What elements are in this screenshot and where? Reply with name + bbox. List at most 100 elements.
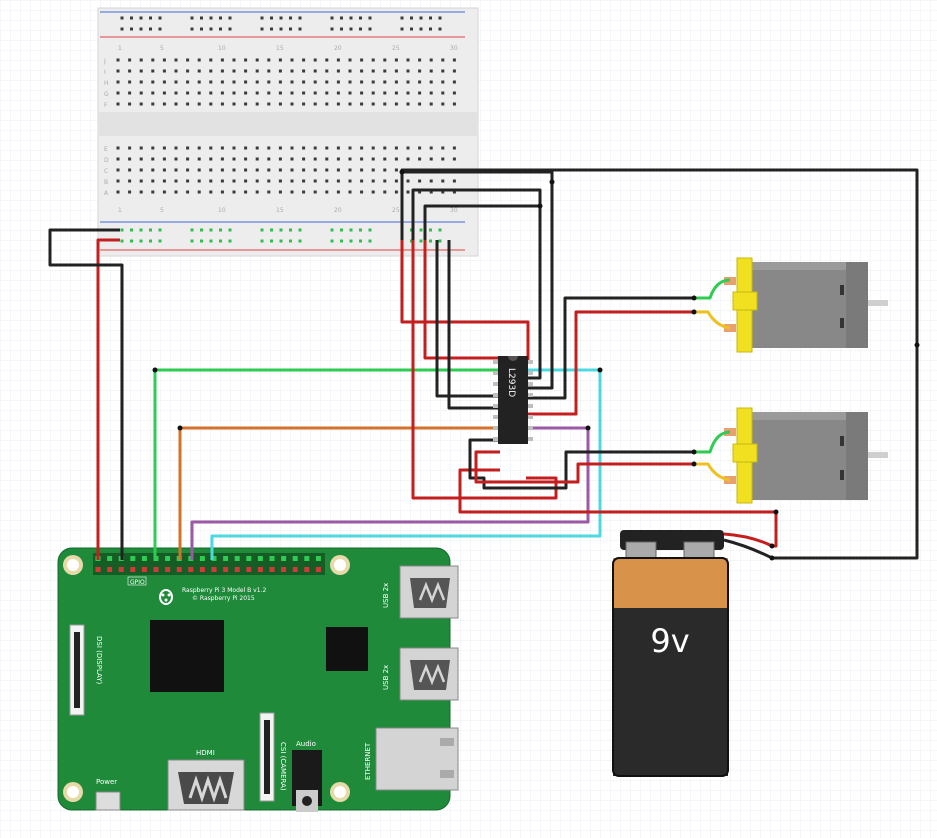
- breadboard-hole: [186, 58, 190, 62]
- breadboard-hole: [452, 146, 456, 150]
- breadboard-hole: [244, 168, 248, 172]
- row-letter-g: G: [104, 91, 109, 98]
- breadboard-hole: [371, 91, 375, 95]
- breadboard-hole: [313, 69, 317, 73]
- breadboard-hole: [313, 58, 317, 62]
- breadboard-rail-hole: [340, 239, 343, 243]
- breadboard-hole: [313, 157, 317, 161]
- breadboard-rail-hole: [190, 228, 194, 232]
- breadboard-rail-hole: [438, 16, 442, 20]
- breadboard-hole: [429, 58, 433, 62]
- breadboard-hole: [255, 179, 259, 183]
- breadboard-hole: [441, 190, 445, 194]
- breadboard-rail-hole: [228, 239, 232, 243]
- wire-pi-gnd-to-rail: [48, 228, 124, 560]
- chip-pin-right: [528, 404, 533, 408]
- breadboard-hole: [162, 102, 166, 106]
- chip-pin-right: [528, 426, 533, 430]
- breadboard-hole: [174, 69, 178, 73]
- wire-red-battery-plus: [458, 468, 778, 548]
- breadboard-rail-hole: [279, 16, 283, 20]
- breadboard-rail-hole: [279, 27, 283, 31]
- breadboard-hole: [441, 146, 445, 150]
- row-letter-d: D: [104, 157, 109, 164]
- battery-label: 9v: [650, 622, 689, 660]
- breadboard-hole: [174, 58, 178, 62]
- wire-green-motor1-lead: [694, 278, 731, 300]
- breadboard-hole: [313, 146, 317, 150]
- breadboard-hole: [360, 168, 364, 172]
- breadboard-rail-hole: [279, 239, 283, 243]
- breadboard-hole: [151, 102, 155, 106]
- breadboard-rail-hole: [330, 27, 334, 31]
- breadboard-rail-hole: [120, 27, 124, 31]
- breadboard-hole: [197, 146, 201, 150]
- breadboard-hole: [116, 179, 120, 183]
- breadboard-hole: [116, 91, 120, 95]
- breadboard-hole: [371, 190, 375, 194]
- ethernet-port: [375, 727, 459, 791]
- breadboard-rail-hole: [429, 16, 432, 20]
- breadboard-rail-hole: [410, 16, 413, 20]
- breadboard-hole: [452, 69, 456, 73]
- breadboard-hole: [139, 69, 143, 73]
- breadboard-hole: [232, 157, 236, 161]
- breadboard-hole: [383, 146, 387, 150]
- wire-red-motor1-b: [526, 310, 694, 416]
- breadboard-hole: [186, 190, 190, 194]
- breadboard-rail-hole: [359, 27, 362, 31]
- gpio-pin: [292, 556, 298, 561]
- gpio-pin: [107, 567, 113, 572]
- raspberry-logo-icon: [159, 589, 173, 605]
- breadboard-rail-hole: [359, 239, 362, 243]
- breadboard-hole: [255, 80, 259, 84]
- breadboard-rail-hole: [158, 16, 162, 20]
- breadboard-hole: [302, 69, 306, 73]
- breadboard-hole: [371, 179, 375, 183]
- usb-port-1: [399, 565, 459, 619]
- breadboard-hole: [162, 146, 166, 150]
- breadboard-hole: [255, 102, 259, 106]
- col-number-25: 25: [392, 45, 400, 52]
- audio-label: Audio: [296, 740, 316, 748]
- breadboard-hole: [348, 168, 352, 172]
- breadboard-hole: [220, 146, 224, 150]
- breadboard-hole: [336, 146, 340, 150]
- col-number-5-bottom: 5: [160, 207, 164, 214]
- breadboard-hole: [162, 80, 166, 84]
- breadboard-rail-hole: [400, 27, 404, 31]
- breadboard-hole: [394, 146, 398, 150]
- dc-motor-top: [724, 257, 888, 353]
- breadboard-hole: [186, 102, 190, 106]
- breadboard-rail-hole: [219, 27, 222, 31]
- gpio-pin: [141, 567, 147, 572]
- gpio-pin: [199, 556, 205, 561]
- breadboard-rail-hole: [200, 16, 203, 20]
- breadboard-rail-hole: [130, 16, 133, 20]
- breadboard-hole: [302, 91, 306, 95]
- breadboard-hole: [209, 146, 213, 150]
- breadboard-hole: [441, 58, 445, 62]
- breadboard-hole: [452, 58, 456, 62]
- breadboard-hole: [371, 102, 375, 106]
- col-number-20: 20: [334, 45, 342, 52]
- breadboard-rail-hole: [270, 239, 273, 243]
- breadboard-hole: [151, 91, 155, 95]
- breadboard-hole: [244, 190, 248, 194]
- breadboard-hole: [244, 69, 248, 73]
- col-number-10-bottom: 10: [218, 207, 226, 214]
- breadboard-hole: [232, 168, 236, 172]
- dc-motor-bottom: [724, 407, 888, 504]
- gpio-pin: [281, 567, 287, 572]
- breadboard-hole: [232, 190, 236, 194]
- breadboard-rail-hole: [289, 16, 292, 20]
- gpio-pin: [130, 567, 136, 572]
- breadboard-hole: [441, 102, 445, 106]
- chip-pin-right: [528, 360, 533, 364]
- gpio-pin: [107, 556, 113, 561]
- breadboard-hole: [244, 179, 248, 183]
- breadboard-hole: [290, 146, 294, 150]
- breadboard-row-letters: J I H G F E D C B A: [103, 58, 109, 197]
- breadboard-hole: [220, 168, 224, 172]
- breadboard-hole: [360, 80, 364, 84]
